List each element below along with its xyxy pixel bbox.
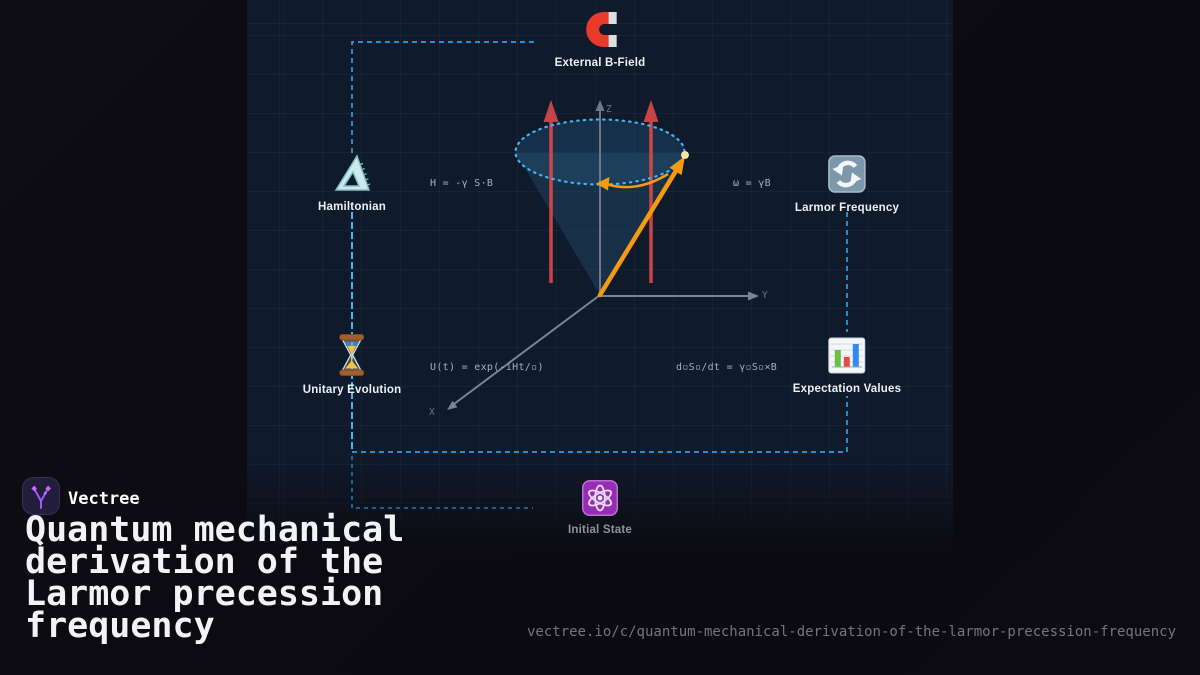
node-label: Expectation Values	[792, 383, 902, 395]
node-label: Unitary Evolution	[302, 384, 402, 396]
expectation-formula: d▫S▫/dt = γ▫S▫×B	[676, 362, 778, 373]
magnet-icon	[580, 9, 620, 54]
vectree-logo-icon	[22, 477, 60, 520]
precession-direction-arrowhead	[596, 177, 610, 191]
node-larmor-frequency: Larmor Frequency	[795, 154, 899, 214]
axis-z-arrowhead	[595, 100, 605, 111]
connector-unitary-initialstate	[351, 456, 533, 509]
bar-chart-icon	[827, 337, 867, 380]
larmor-formula: ω = γB	[733, 178, 771, 189]
node-label: Larmor Frequency	[794, 202, 900, 214]
hourglass-icon	[337, 334, 367, 381]
node-expectation-values: Expectation Values	[793, 337, 901, 395]
axis-x-arrowhead	[447, 400, 458, 410]
hamiltonian-formula: H = -γ S·B	[430, 178, 494, 189]
brand: Vectree	[22, 477, 140, 520]
footer-url: vectree.io/c/quantum-mechanical-derivati…	[526, 624, 1176, 640]
counterclockwise-arrows-icon	[827, 154, 867, 199]
unitary-formula: U(t) = exp(-iHt/▫)	[430, 362, 544, 373]
spin-vector-arrowhead	[669, 156, 685, 176]
axis-y-label: Y	[762, 290, 768, 301]
axis-x	[453, 294, 601, 405]
connector-hamiltonian-bfield	[351, 41, 537, 153]
atom-icon	[581, 480, 618, 521]
node-hamiltonian: Hamiltonian	[318, 153, 386, 213]
node-label: External B-Field	[554, 57, 646, 69]
axis-x-label: X	[429, 407, 435, 418]
b-field-arrow-right	[643, 100, 659, 283]
b-field-arrow-left	[543, 100, 559, 283]
page-title: Quantum mechanical derivation of the Lar…	[25, 510, 405, 646]
axis-y-arrowhead	[748, 291, 759, 301]
node-initial-state: Initial State	[568, 480, 632, 536]
node-label: Hamiltonian	[317, 201, 387, 213]
spin-tip-dot	[681, 151, 689, 159]
node-external-b-field: External B-Field	[555, 9, 646, 69]
brand-name: Vectree	[68, 488, 140, 509]
precession-direction-arrow	[607, 172, 669, 189]
spin-vector	[597, 169, 678, 298]
node-label: Initial State	[568, 524, 632, 536]
axis-z-label: Z	[606, 104, 612, 115]
connector-unitary-expectation	[352, 396, 848, 453]
triangular-ruler-icon	[332, 153, 372, 198]
node-unitary-evolution: Unitary Evolution	[303, 334, 402, 396]
